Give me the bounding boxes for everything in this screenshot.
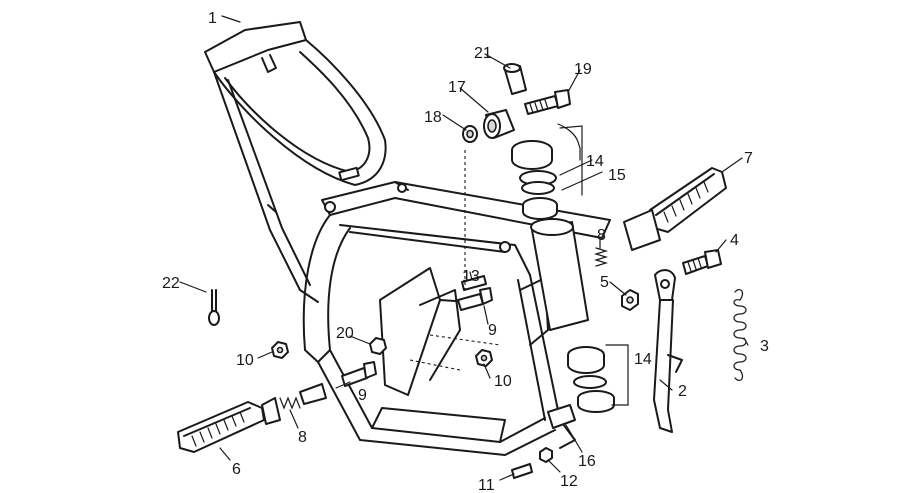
leader-lines [179,15,749,481]
bolt-13 [461,275,487,291]
footpeg-left [177,397,281,453]
callout-8-left: 8 [298,429,307,446]
callout-16: 16 [578,453,596,470]
callout-14-bottom: 14 [634,351,652,368]
pin-22 [208,289,220,326]
callout-9-right: 9 [488,322,497,339]
bolt-11 [511,463,533,479]
callout-18: 18 [424,109,442,126]
callout-labels: 1 2 3 4 5 6 7 8 8 9 9 10 10 11 12 13 14 … [162,10,769,493]
callout-13: 13 [462,268,480,285]
bolt-9-right [457,287,493,311]
bolt-9-left [341,361,377,387]
callout-7: 7 [744,150,753,167]
callout-8-right: 8 [597,227,606,244]
nut-20 [369,337,387,355]
callout-6: 6 [232,461,241,478]
callout-17: 17 [448,79,466,96]
main-frame [204,21,611,456]
callout-3: 3 [760,338,769,355]
callout-1: 1 [208,10,217,27]
callout-15: 15 [608,167,626,184]
nut-12 [539,447,553,463]
bottom-bearing-stack [547,346,615,429]
callout-22: 22 [162,275,180,292]
stand-spring [733,288,747,382]
top-bearing-stack [462,63,571,220]
footpeg-right [623,167,727,251]
callout-11: 11 [478,477,495,493]
nut-10-left [271,341,289,359]
callout-12: 12 [560,473,578,490]
callout-21: 21 [474,45,492,62]
footpeg-spring-left [279,383,327,410]
footpeg-bolt [682,249,722,275]
callout-20: 20 [336,325,354,342]
callout-4: 4 [730,232,739,249]
callout-9-left: 9 [358,387,367,404]
callout-2: 2 [678,383,687,400]
callout-10-left: 10 [236,352,254,369]
callout-14-top: 14 [586,153,604,170]
side-stand [653,269,683,433]
nut-10-right [475,349,493,367]
callout-5: 5 [600,274,609,291]
callout-10-right: 10 [494,373,512,390]
steering-head-tube [530,218,589,331]
callout-19: 19 [574,61,592,78]
footpeg-spring-right [593,247,609,267]
